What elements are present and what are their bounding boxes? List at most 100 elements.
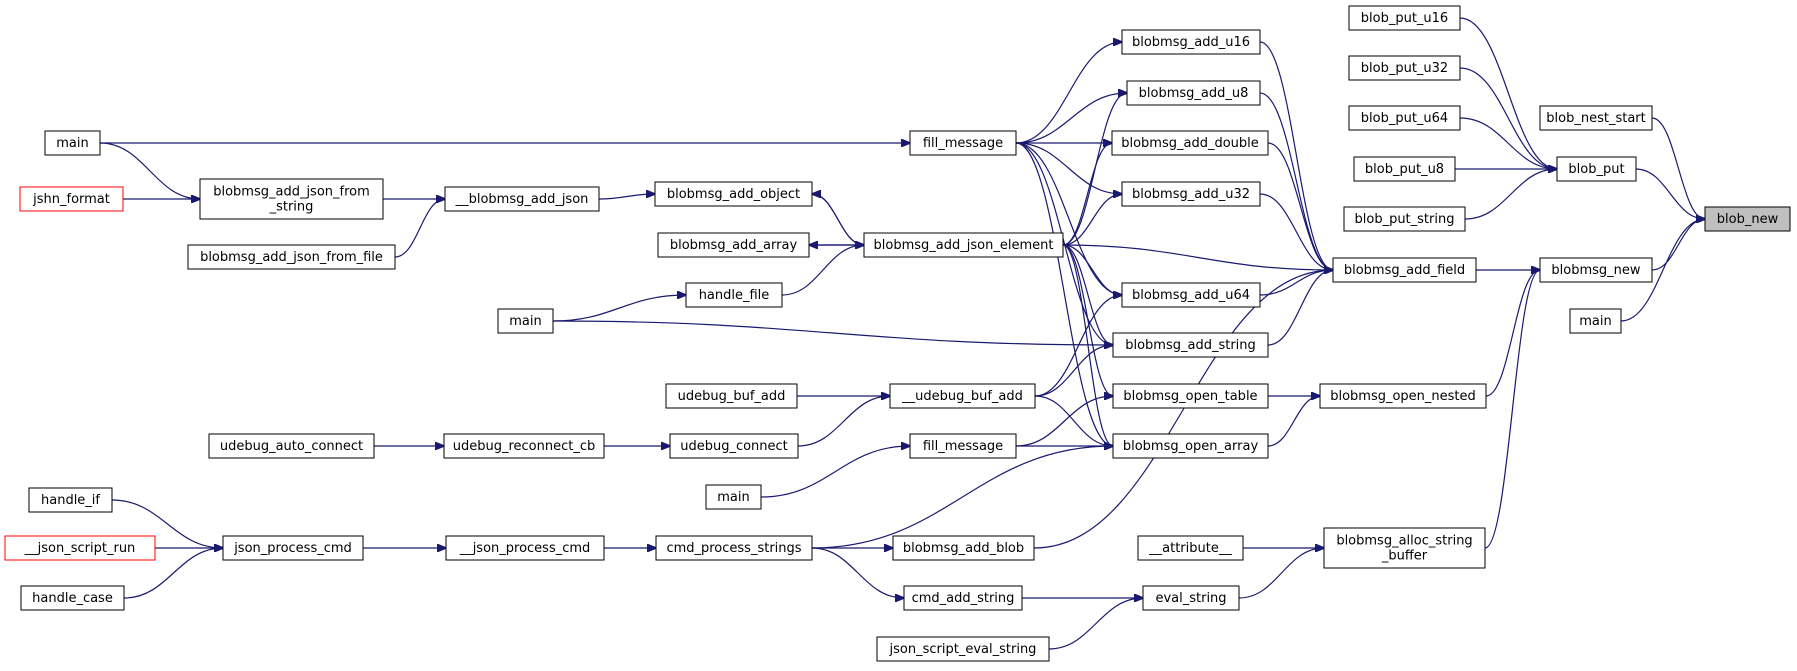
- node-blobmsg-open-nested[interactable]: blobmsg_open_nested: [1319, 383, 1487, 409]
- node-blobmsg-add-u8[interactable]: blobmsg_add_u8: [1126, 80, 1261, 106]
- node-blob-put-u32[interactable]: blob_put_u32: [1348, 55, 1461, 81]
- node-label: __json_script_run: [24, 541, 136, 556]
- node-box: [1121, 29, 1261, 55]
- node-udebug-buf-add[interactable]: udebug_buf_add: [665, 383, 798, 409]
- node-handle-if[interactable]: handle_if: [28, 487, 113, 513]
- edge-fill-message-to-blobmsg-add-u64: [1015, 142, 1122, 295]
- node-blobmsg-add-string[interactable]: blobmsg_add_string: [1112, 332, 1269, 358]
- edge-main-to-fill-message: [760, 446, 910, 498]
- edge-blobmsg-open-array-to-blobmsg-open-nested: [1267, 396, 1320, 447]
- node-udebug-buf-add[interactable]: __udebug_buf_add: [889, 383, 1036, 409]
- node-blob-nest-start[interactable]: blob_nest_start: [1539, 105, 1653, 131]
- node-label: blobmsg_add_u64: [1132, 288, 1250, 303]
- edge-main-to-blobmsg-add-string: [552, 320, 1113, 345]
- node-blobmsg-add-json-from-file[interactable]: blobmsg_add_json_from_file: [187, 244, 396, 270]
- node-json-process-cmd[interactable]: __json_process_cmd: [445, 535, 605, 561]
- node-blobmsg-add-double[interactable]: blobmsg_add_double: [1111, 130, 1269, 156]
- node-box: [1323, 527, 1486, 569]
- node-main[interactable]: main: [44, 130, 101, 156]
- node-label: blob_put_string: [1355, 212, 1455, 227]
- edge-path: [1259, 41, 1333, 270]
- node-blobmsg-add-json[interactable]: __blobmsg_add_json: [444, 186, 600, 212]
- node-label: handle_file: [699, 288, 770, 303]
- node-box: [1319, 383, 1487, 409]
- node-blobmsg-add-u16[interactable]: blobmsg_add_u16: [1121, 29, 1261, 55]
- edge-path: [1259, 193, 1333, 270]
- node-label: blob_put_u32: [1361, 61, 1448, 76]
- node-json-script-eval-string[interactable]: json_script_eval_string: [876, 636, 1050, 662]
- node-blob-new[interactable]: blob_new: [1704, 206, 1791, 232]
- node-box: [909, 433, 1017, 459]
- node-blobmsg-new[interactable]: blobmsg_new: [1539, 257, 1653, 283]
- node-udebug-connect[interactable]: udebug_connect: [669, 433, 799, 459]
- node-blob-put-u8[interactable]: blob_put_u8: [1353, 156, 1456, 182]
- node-main[interactable]: main: [705, 484, 762, 510]
- edge-main-to-blob-new: [1620, 219, 1705, 322]
- node-handle-file[interactable]: handle_file: [685, 282, 783, 308]
- node-cmd-process-strings[interactable]: cmd_process_strings: [655, 535, 813, 561]
- node-label: blobmsg_add_json_element: [874, 238, 1054, 253]
- node-label: handle_if: [41, 493, 100, 508]
- node-label: blobmsg_add_field: [1344, 263, 1465, 278]
- node-jshn-format[interactable]: jshn_format: [19, 186, 124, 212]
- node-blobmsg-open-table[interactable]: blobmsg_open_table: [1112, 383, 1269, 409]
- node-blobmsg-open-array[interactable]: blobmsg_open_array: [1112, 433, 1269, 459]
- node-udebug-reconnect-cb[interactable]: udebug_reconnect_cb: [443, 433, 605, 459]
- edge-udebug-connect-to-udebug-buf-add: [797, 396, 890, 447]
- node-blobmsg-add-u64[interactable]: blobmsg_add_u64: [1121, 282, 1261, 308]
- node-main[interactable]: main: [497, 308, 554, 334]
- edge-path: [811, 547, 904, 598]
- edge-path: [1015, 396, 1113, 447]
- node-fill-message[interactable]: fill_message: [909, 433, 1017, 459]
- node-udebug-auto-connect[interactable]: udebug_auto_connect: [208, 433, 375, 459]
- edge-path: [1459, 67, 1557, 169]
- node-label: blobmsg_open_array: [1123, 439, 1259, 454]
- node-label: blobmsg_add_blob: [903, 541, 1024, 556]
- edge-main-to-handle-file: [552, 295, 686, 322]
- edge-path: [797, 396, 890, 447]
- node-box: [1112, 433, 1269, 459]
- node-json-script-run[interactable]: __json_script_run: [4, 535, 156, 561]
- node-box: [28, 487, 113, 513]
- node-box: [1353, 156, 1456, 182]
- node-handle-case[interactable]: handle_case: [20, 585, 125, 611]
- node-box: [4, 535, 156, 561]
- node-blob-put-u64[interactable]: blob_put_u64: [1348, 105, 1461, 131]
- node-eval-string[interactable]: eval_string: [1142, 585, 1240, 611]
- node-blobmsg-add-object[interactable]: blobmsg_add_object: [654, 181, 813, 207]
- node-label: blob_put_u64: [1361, 111, 1448, 126]
- node-attribute[interactable]: __attribute__: [1137, 535, 1244, 561]
- node-blob-put-u16[interactable]: blob_put_u16: [1348, 5, 1461, 31]
- node-box: [909, 130, 1017, 156]
- node-blobmsg-add-array[interactable]: blobmsg_add_array: [657, 232, 810, 258]
- node-blobmsg-add-field[interactable]: blobmsg_add_field: [1332, 257, 1477, 283]
- node-label: cmd_add_string: [912, 591, 1015, 606]
- node-blob-put-string[interactable]: blob_put_string: [1343, 206, 1466, 232]
- node-blobmsg-add-json-from--string[interactable]: blobmsg_add_json_from_string: [199, 178, 384, 220]
- node-fill-message[interactable]: fill_message: [909, 130, 1017, 156]
- node-label: json_process_cmd: [233, 541, 352, 556]
- node-blobmsg-add-blob[interactable]: blobmsg_add_blob: [892, 535, 1035, 561]
- edge-path: [552, 295, 686, 322]
- node-box: [665, 383, 798, 409]
- edge-handle-if-to-json-process-cmd: [111, 499, 223, 548]
- node-label: blobmsg_add_u16: [1132, 35, 1250, 50]
- node-json-process-cmd[interactable]: json_process_cmd: [222, 535, 364, 561]
- node-label: main: [56, 136, 88, 151]
- edge-handle-file-to-blobmsg-add-json-element: [781, 245, 864, 296]
- node-blobmsg-add-json-element[interactable]: blobmsg_add_json_element: [863, 232, 1064, 258]
- node-label: __udebug_buf_add: [901, 389, 1023, 404]
- node-label: main: [509, 314, 541, 329]
- node-cmd-add-string[interactable]: cmd_add_string: [903, 585, 1023, 611]
- node-label: blobmsg_alloc_string: [1336, 534, 1472, 549]
- node-blobmsg-add-u32[interactable]: blobmsg_add_u32: [1121, 181, 1261, 207]
- node-blobmsg-alloc-string--buffer[interactable]: blobmsg_alloc_string_buffer: [1323, 527, 1486, 569]
- node-label: blobmsg_new: [1551, 263, 1640, 278]
- node-blob-put[interactable]: blob_put: [1556, 156, 1637, 182]
- edge-path: [123, 548, 223, 599]
- node-main[interactable]: main: [1569, 308, 1622, 334]
- node-label: __blobmsg_add_json: [455, 192, 589, 207]
- node-label: blob_put: [1568, 162, 1624, 177]
- edge-blobmsg-new-to-blob-new: [1651, 219, 1705, 271]
